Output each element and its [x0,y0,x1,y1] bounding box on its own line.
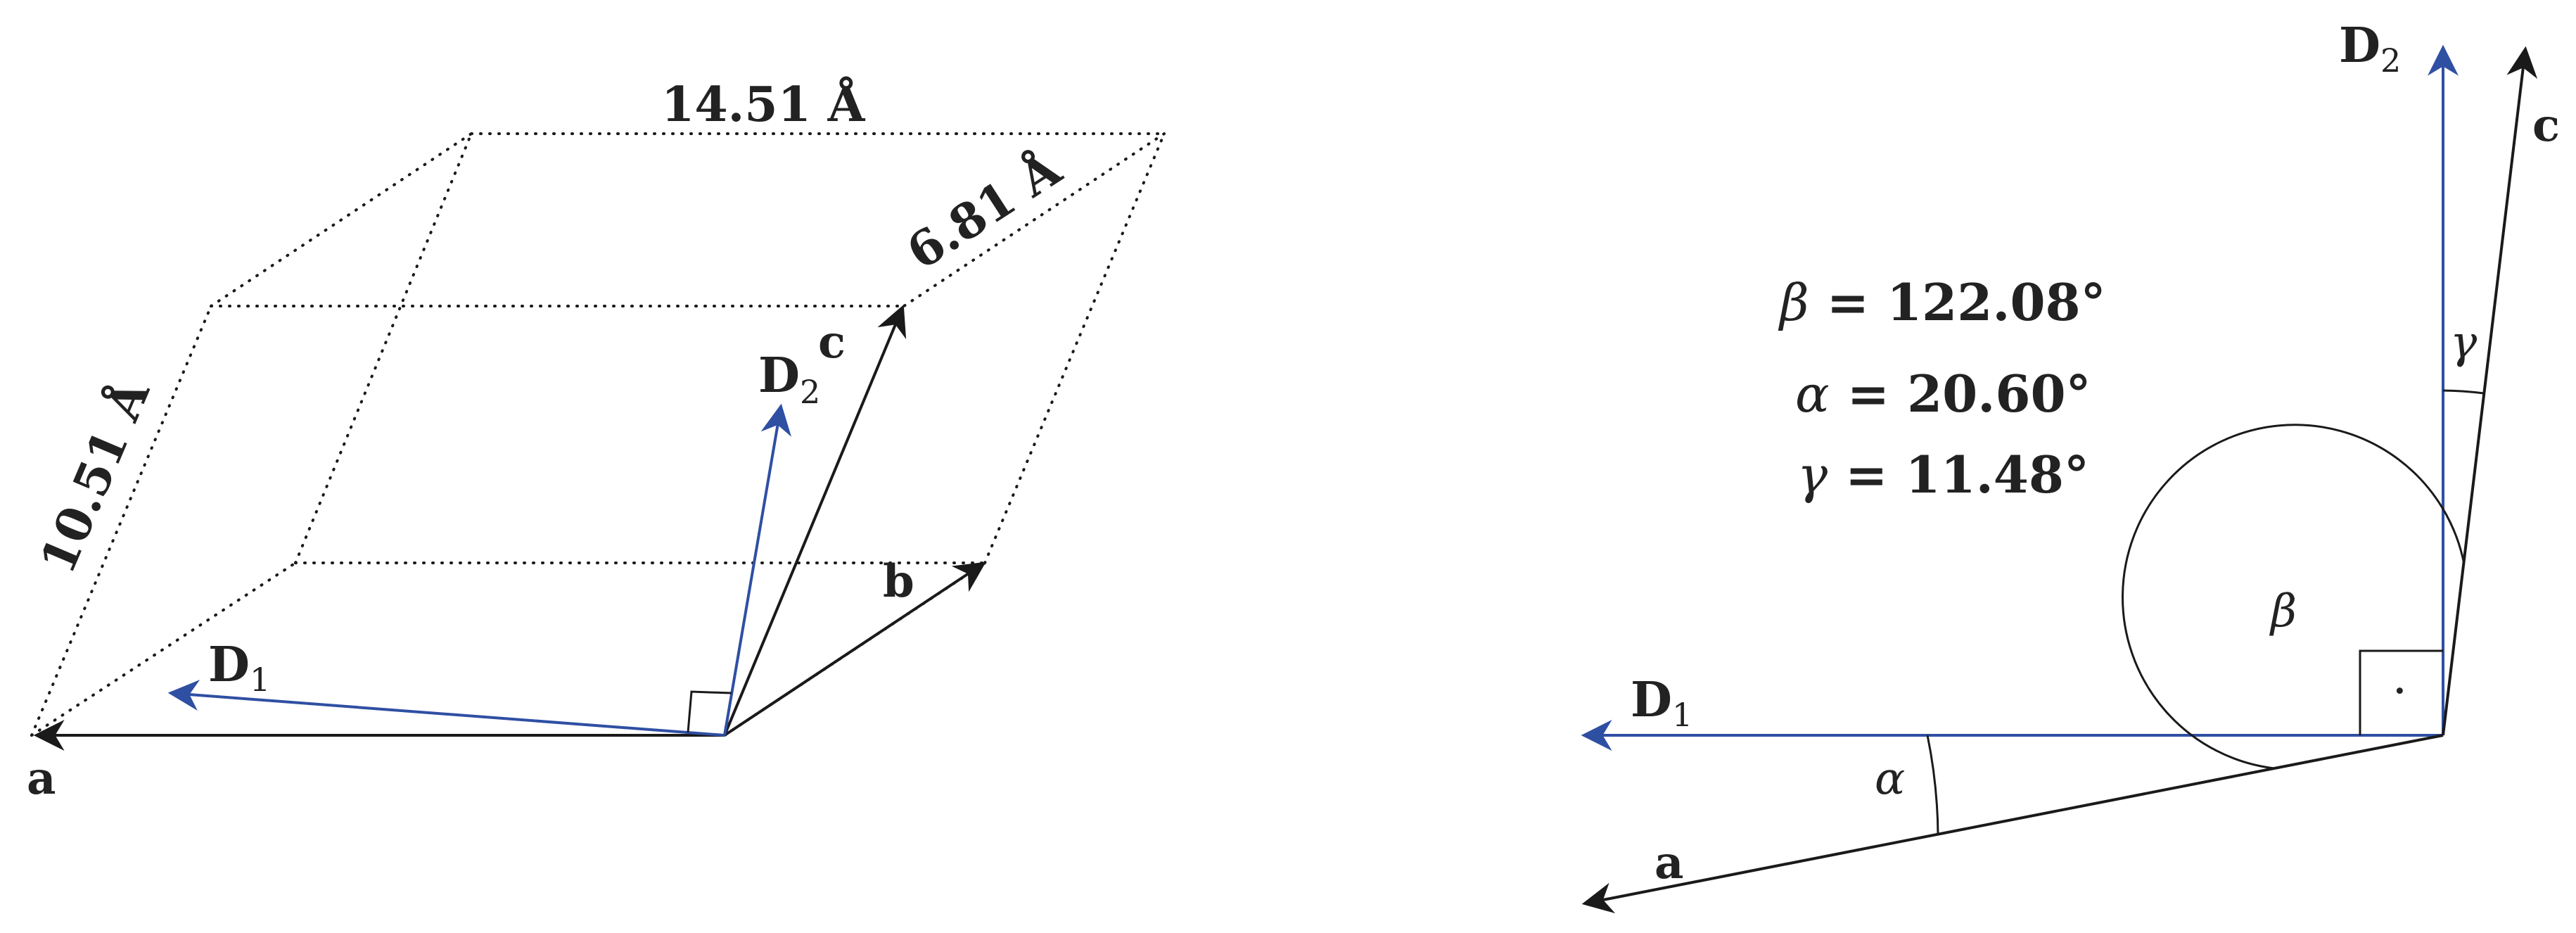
vector-a-right [1581,734,2444,913]
vector-d2 [723,403,791,736]
dim-label-left: 10.51 Å [30,372,161,582]
label-d1: D1 [208,637,270,699]
dim-label-top: 14.51 Å [661,77,866,133]
label-b: b [883,555,914,608]
label-a: a [27,752,56,805]
angle-label-beta: β [2269,585,2297,637]
arc-beta [2122,424,2466,770]
right-angle-marker [687,690,732,733]
equation-gamma: γ = 11.48° [1797,445,2089,504]
angle-label-alpha: α [1875,753,1905,805]
label-d1-right: D1 [1631,672,1692,734]
right-angle-dot: · [2394,671,2406,711]
angle-diagram-right: · α β γ a c D1 D2 β = 122.08° α = 20.60°… [1581,18,2560,913]
arc-alpha [1926,735,1939,835]
label-d2-right: D2 [2339,18,2401,80]
arc-gamma [2442,389,2485,395]
vector-c [723,304,907,736]
dim-label-right: 6.81 Å [898,141,1072,281]
unit-cell-left: 14.51 Å 6.81 Å 10.51 Å a b c D1 D2 [27,77,1166,805]
equation-beta: β = 122.08° [1778,272,2106,332]
vector-d1 [167,680,725,737]
vector-c-right [2442,46,2538,736]
right-angle-box [2359,649,2443,735]
label-d2: D2 [758,348,820,411]
vector-b [723,561,986,737]
label-c: c [818,316,846,369]
equation-alpha: α = 20.60° [1795,364,2091,424]
label-a-right: a [1654,837,1683,889]
label-c-right: c [2532,99,2560,152]
angle-label-gamma: γ [2450,317,2478,369]
